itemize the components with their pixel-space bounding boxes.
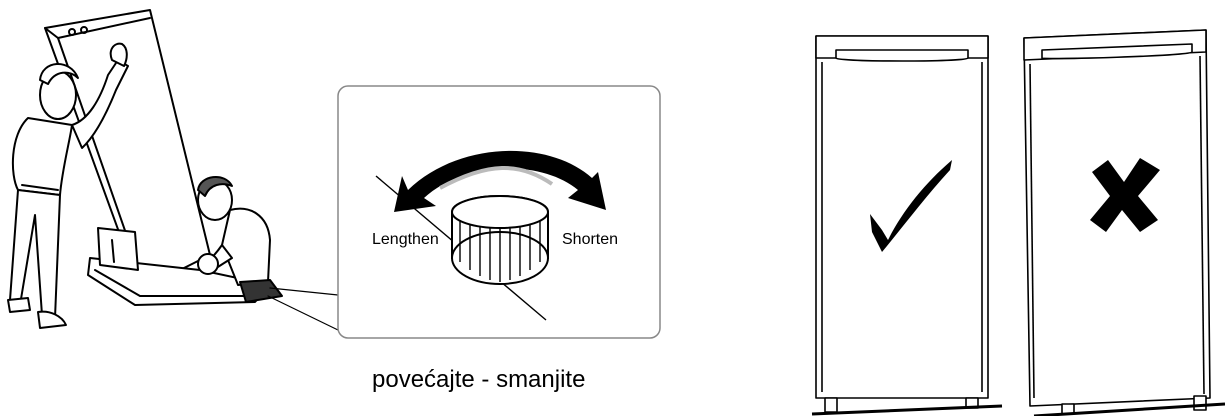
level-fridge: [811, 35, 1003, 416]
crouching-person: [197, 176, 283, 303]
adjustable-foot-knob: [451, 195, 549, 285]
x-icon: [1090, 158, 1160, 232]
tilted-fridge: [44, 9, 271, 306]
adjustment-caption: povećajte - smanjite: [372, 366, 586, 393]
shorten-label: Shorten: [562, 231, 618, 248]
tilted-fridge-incorrect: [1023, 29, 1225, 416]
lengthen-label: Lengthen: [372, 231, 439, 248]
tilting-scene: [7, 9, 339, 331]
check-icon: [870, 160, 952, 252]
standing-person: [7, 42, 129, 329]
rotation-arrow: [394, 150, 606, 212]
adjustment-detail: Lengthen Shorten: [337, 85, 661, 339]
